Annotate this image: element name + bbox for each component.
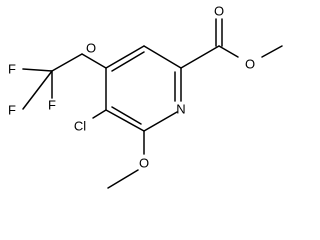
atom-labels: F F F O N O O Cl O — [8, 4, 255, 171]
bond-f2-c — [22, 70, 53, 110]
bond-c-o-ocf3 — [51, 53, 83, 72]
bond-c6-ccarbonyl — [180, 45, 220, 69]
atom-label-cl: Cl — [74, 119, 86, 134]
bond-c2-c3-inner — [111, 106, 142, 125]
bond-o-methyl-ester — [261, 45, 283, 58]
atom-label-o-methoxy: O — [139, 156, 149, 171]
atom-label-n-ring: N — [176, 102, 185, 117]
bond-c4-c5-inner — [111, 51, 145, 72]
bonds — [22, 18, 283, 189]
bond-c3-cl — [92, 109, 107, 119]
atom-label-f1: F — [8, 62, 16, 77]
bond-n-c2 — [143, 111, 178, 132]
chemical-structure: F F F O N O O Cl O — [8, 4, 283, 189]
bond-f1-c — [22, 68, 53, 72]
atom-label-o-ocf3: O — [86, 41, 96, 56]
bond-o-methyl-methoxy — [107, 169, 139, 189]
bond-c-o-ester — [218, 45, 239, 58]
atom-label-o-ester: O — [245, 57, 255, 72]
atom-label-f3: F — [48, 98, 56, 113]
atom-label-f2: F — [8, 103, 16, 118]
bond-o-c4 — [81, 53, 107, 69]
bond-c2-c3 — [105, 109, 145, 132]
bond-c4-c5 — [105, 45, 145, 69]
bond-c5-c6 — [143, 45, 182, 69]
atom-label-o-carbonyl: O — [214, 4, 224, 19]
